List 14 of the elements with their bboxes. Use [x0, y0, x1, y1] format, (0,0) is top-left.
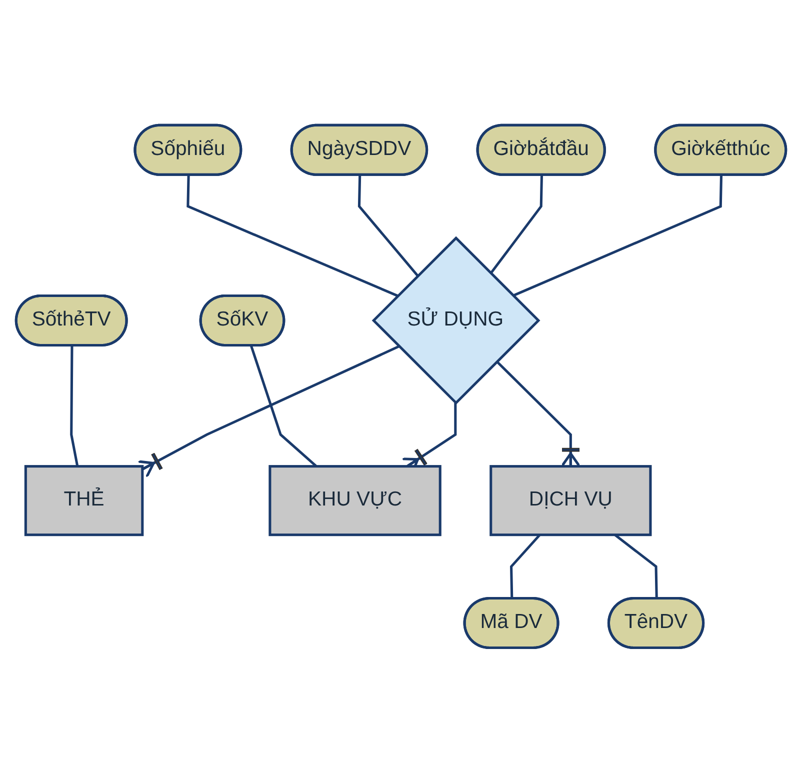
- connector: [186, 174, 398, 297]
- node-box: KHU VỰC: [268, 464, 442, 536]
- node-box: DỊCH VỤ: [490, 464, 652, 536]
- connector: [614, 533, 658, 598]
- node-diamond: SỬ DỤNG: [372, 236, 540, 404]
- connector: [496, 360, 581, 468]
- connector: [70, 345, 79, 466]
- connector: [510, 534, 541, 598]
- connector: [490, 174, 543, 274]
- connector: [136, 344, 400, 478]
- node-box: THẺ: [24, 464, 144, 536]
- connector: [512, 174, 723, 296]
- connector: [358, 174, 419, 276]
- connector: [250, 345, 318, 467]
